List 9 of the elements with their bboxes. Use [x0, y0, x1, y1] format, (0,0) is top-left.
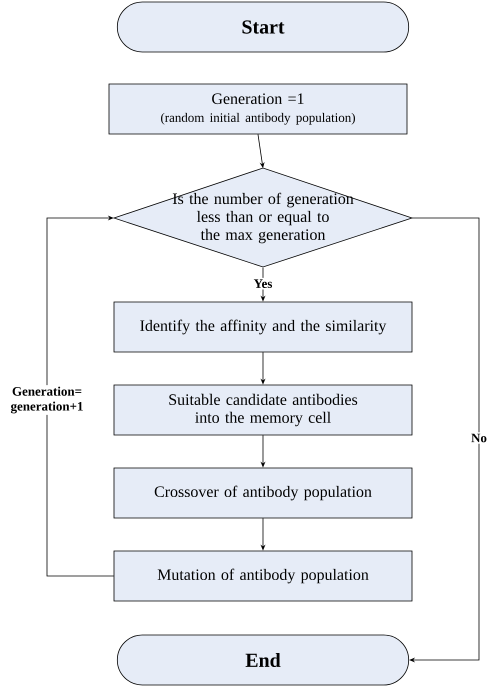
process-box: Mutation of antibody population	[114, 550, 412, 602]
process-box: Generation =1 (random initial antibody population)	[108, 84, 408, 134]
arrow	[46, 215, 114, 576]
edge-label: No	[470, 432, 488, 444]
process-box: Suitable candidate antibodies into the memory cell	[114, 384, 412, 436]
edge-label: Yes	[252, 278, 274, 290]
process-box: Identify the affinity and the similarity	[114, 302, 412, 352]
process-box: Crossover of antibody population	[114, 468, 412, 518]
edge-label: Generation= generation+1	[0, 385, 94, 415]
